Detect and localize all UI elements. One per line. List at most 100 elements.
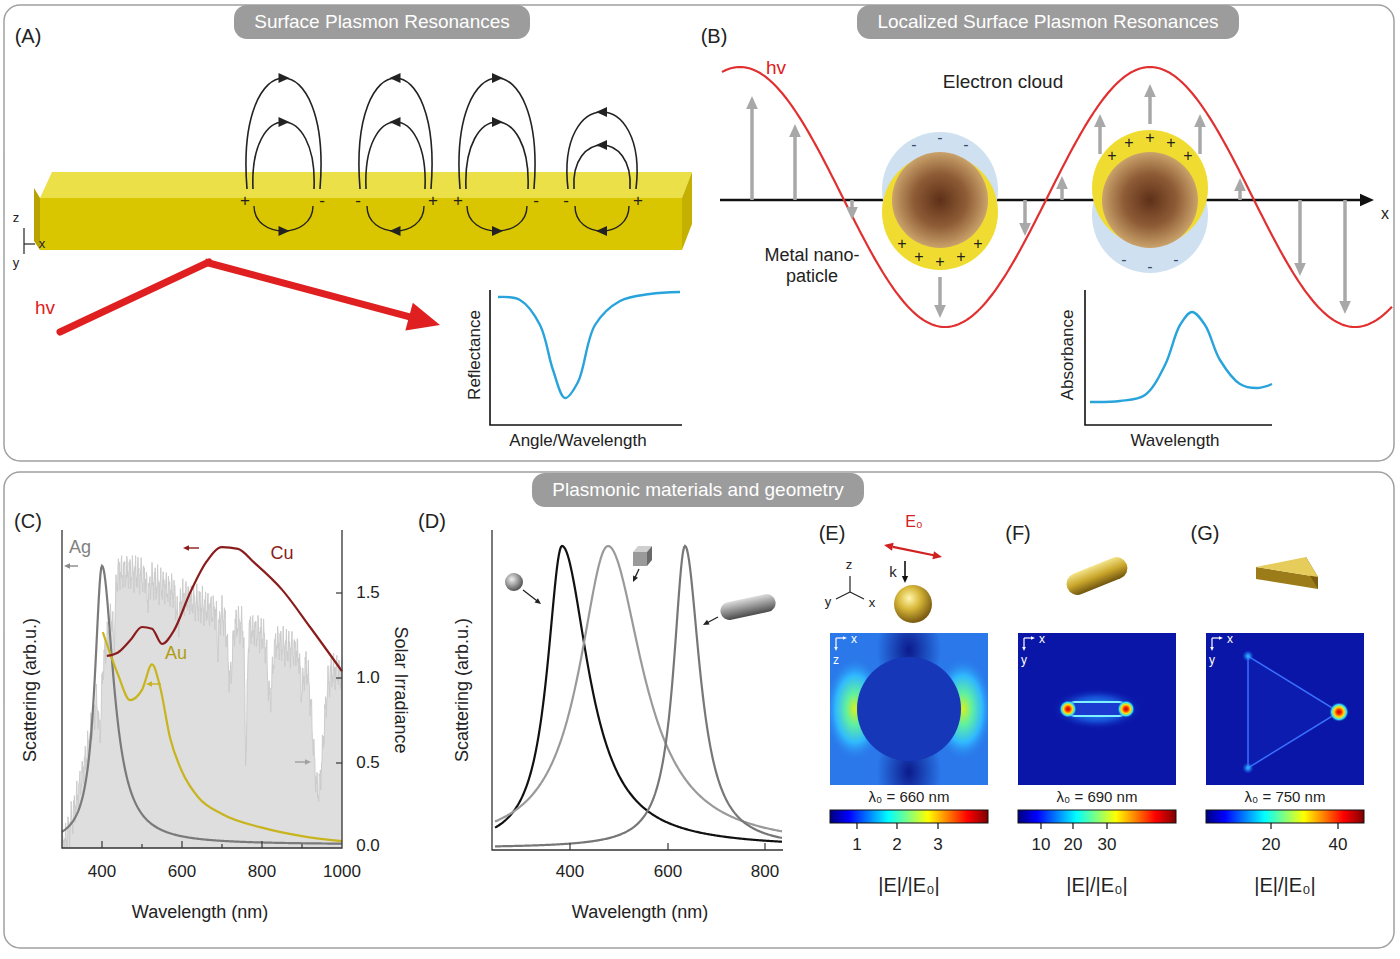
panel-letter: (B): [701, 25, 728, 48]
charge-sign: +: [897, 235, 906, 253]
light-beam-head: [405, 303, 440, 331]
charge-sign: -: [937, 129, 942, 147]
axis-title: Solar Irradiance: [391, 626, 412, 753]
field-hot-spot: [1117, 700, 1135, 718]
axis-letter: x: [869, 596, 876, 611]
map-axis: [836, 637, 844, 638]
field-arrowhead: [279, 73, 290, 83]
field-arrow: [1098, 124, 1102, 154]
axis-letter: z: [846, 558, 853, 573]
wavelength-label: λ₀ = 660 nm: [869, 788, 950, 805]
charge-sign: -: [963, 136, 968, 154]
wavelength-label: λ₀ = 750 nm: [1245, 788, 1326, 805]
field-arrowhead: [596, 140, 607, 150]
field-arrow-head: [1234, 178, 1246, 191]
tab-title: Surface Plasmon Resonances: [254, 11, 510, 33]
charge-sign: -: [911, 136, 916, 154]
beam-label: hv: [766, 57, 786, 79]
geometry-spectrum-chart: [492, 530, 783, 850]
ag-scattering-curve: [62, 566, 342, 844]
field-arrow: [1148, 94, 1152, 124]
curve-label: Au: [165, 643, 187, 664]
tick-label: 10: [1032, 835, 1051, 855]
field-line: [574, 145, 630, 189]
light-beam: [60, 262, 209, 332]
series-pointer: [69, 565, 78, 566]
field-line: [567, 112, 637, 189]
solar-irradiance-area: [62, 556, 342, 848]
absorbance-curve: [1090, 312, 1272, 402]
charge-sign: +: [453, 191, 463, 211]
field-arrow-head: [1294, 263, 1306, 276]
series-pointer: [295, 761, 306, 762]
tick-label: 30: [1098, 835, 1117, 855]
axis-letter: z: [13, 211, 20, 226]
tick-mark: [667, 843, 668, 850]
tick-label: 1.0: [356, 668, 380, 688]
gold-prism-icon: [1256, 557, 1318, 577]
charge-sign: +: [633, 191, 643, 211]
field-map-ground: [1206, 633, 1364, 785]
curve-label: Cu: [270, 543, 293, 564]
axis-title: Scattering (arb.u.): [452, 618, 473, 762]
axis-letter: x: [1227, 633, 1233, 647]
field-hot-spot: [1242, 762, 1254, 774]
axis-letter: x: [851, 633, 857, 647]
icon-pointer: [523, 590, 537, 601]
axis-title: Wavelength (nm): [572, 902, 708, 923]
field-arrow-head: [1056, 176, 1068, 189]
colorbar-tick: [937, 823, 938, 829]
series-pointer-head: [183, 545, 189, 550]
tick-mark: [569, 843, 570, 850]
colorbar-tick: [1337, 823, 1338, 829]
charge-sign: +: [1124, 134, 1133, 152]
series-pointer: [151, 683, 161, 684]
field-line: [575, 206, 629, 231]
materials-spectrum-chart: [62, 530, 342, 848]
rod-icon: [719, 592, 778, 621]
field-arrowhead: [492, 117, 503, 127]
field-map: [1018, 633, 1176, 785]
field-label: E₀: [905, 513, 922, 531]
charge-sign: +: [935, 253, 944, 271]
inset-axes: [1085, 290, 1272, 425]
charge-sign: -: [1121, 251, 1126, 269]
charge-sign: +: [428, 191, 438, 211]
axis-triad: [24, 243, 35, 244]
curve-label: Ag: [69, 537, 91, 558]
colorbar-title: |E|/|E₀|: [1066, 874, 1127, 897]
field-map: [1206, 633, 1364, 785]
section-tab: Localized Surface Plasmon Resonances: [857, 5, 1239, 39]
tick-label: 800: [248, 862, 276, 882]
field-arrow: [1343, 200, 1347, 304]
tick-label: 1: [852, 835, 861, 855]
charge-sign: +: [1166, 134, 1175, 152]
reflectance-curve: [498, 292, 680, 398]
tick-label: 2: [892, 835, 901, 855]
field-map-illustrations: [825, 543, 1364, 829]
field-arrowhead: [390, 226, 401, 236]
tick-label: 400: [88, 862, 116, 882]
field-arrowhead: [390, 117, 401, 127]
field-line: [254, 206, 313, 231]
chart-axes: [62, 530, 342, 848]
field-line: [366, 122, 425, 189]
icon-pointer: [635, 569, 639, 578]
field-arrow: [938, 277, 942, 308]
panel-frame: [4, 472, 1394, 948]
colorbar-tick: [856, 823, 857, 829]
axis-triad: [836, 592, 850, 599]
tick-label: 3: [933, 835, 942, 855]
cube-icon: [647, 546, 652, 566]
field-hot-spot: [1329, 702, 1349, 722]
field-arrow: [1298, 200, 1302, 266]
tick-label: 1000: [323, 862, 361, 882]
cu-scattering-curve: [107, 547, 342, 671]
tick-label: 1.5: [356, 583, 380, 603]
charge-sign: -: [563, 191, 569, 211]
cube-curve: [495, 546, 782, 831]
charge-sign: -: [355, 191, 361, 211]
field-arrow: [1023, 200, 1027, 226]
axis-letter: y: [1021, 654, 1027, 668]
